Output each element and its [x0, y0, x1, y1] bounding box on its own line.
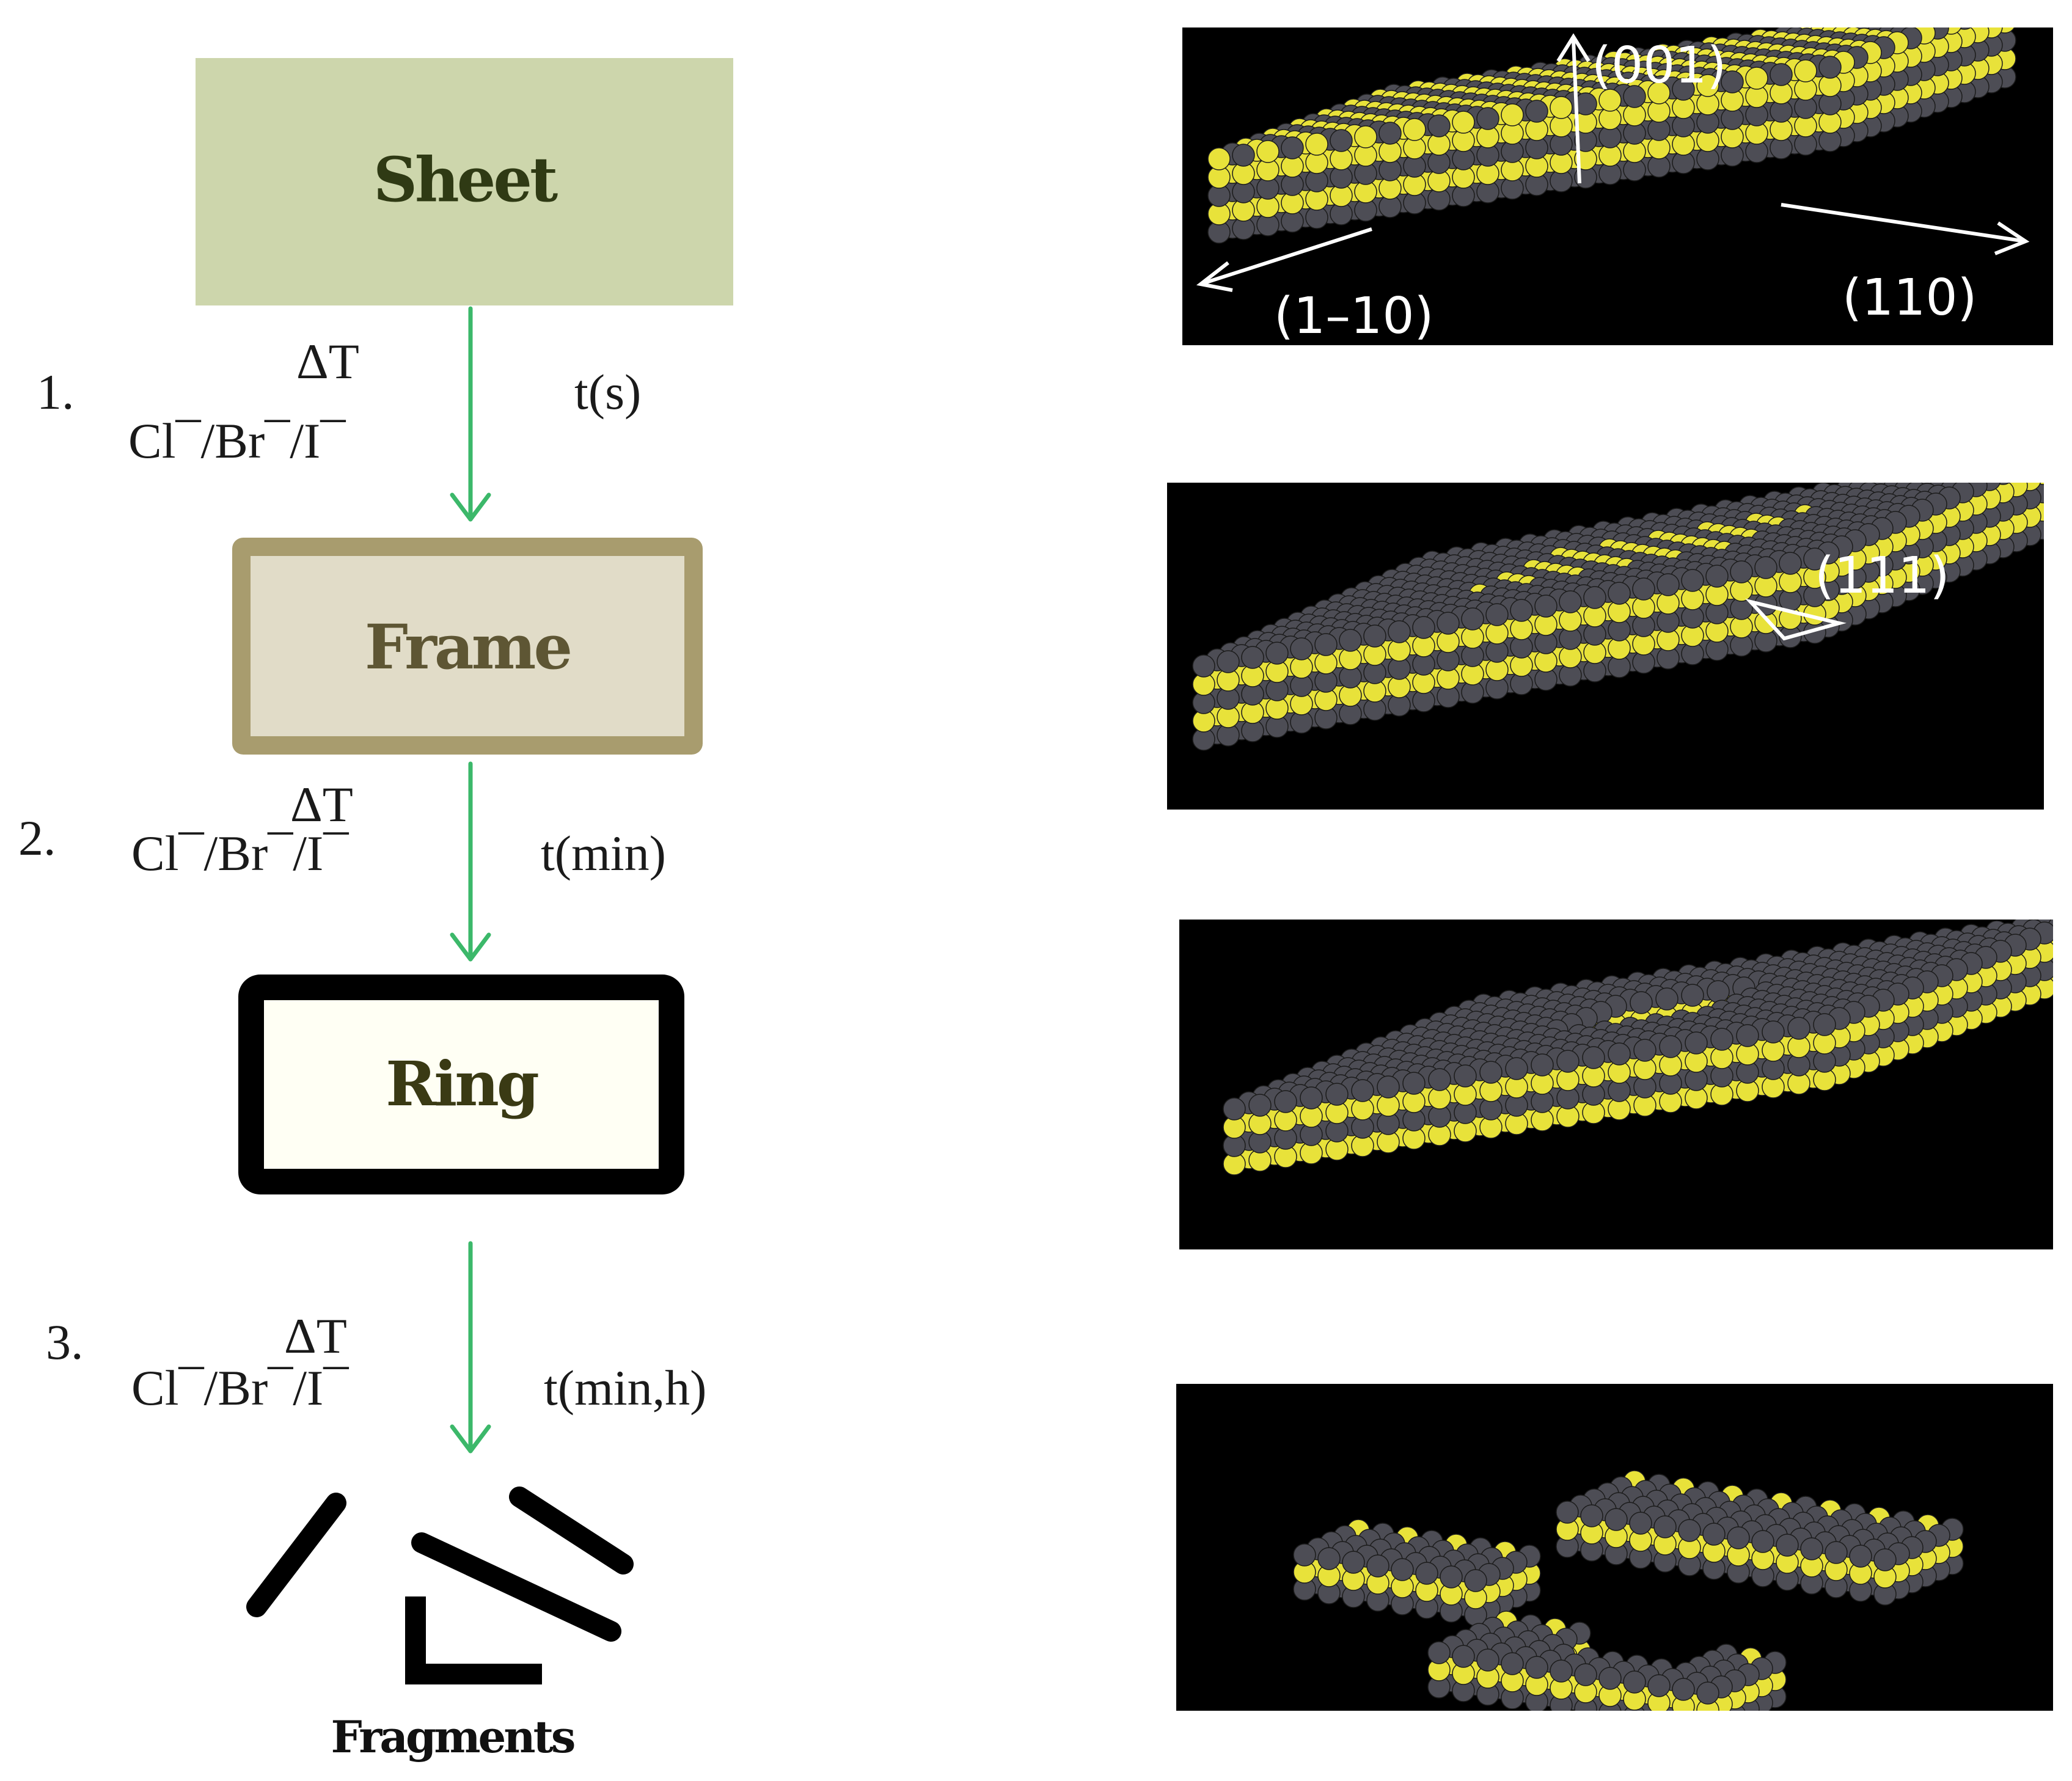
step-1-time: t(s) — [574, 364, 642, 420]
step-2-ions: Cl¯/Br¯/I¯ — [131, 825, 349, 881]
sheet-label: Sheet — [373, 144, 558, 216]
ring-model-panel — [1179, 920, 2053, 1249]
step-3-delta: ΔT — [284, 1308, 347, 1364]
facet-left-label: (1–10) — [1274, 287, 1434, 345]
frame-label: Frame — [364, 611, 573, 683]
fragments-model-panel — [1176, 1384, 2053, 1711]
fragments-shapes — [246, 1487, 634, 1684]
step-1-number: 1. — [37, 364, 75, 420]
step-2-time: t(min) — [541, 825, 666, 881]
fragments-label: Fragments — [331, 1711, 576, 1763]
step-3-number: 3. — [46, 1314, 84, 1370]
ring-label: Ring — [386, 1048, 540, 1120]
facet-top-label: (001) — [1592, 37, 1727, 95]
step-2-number: 2. — [18, 810, 56, 866]
frame-box — [232, 538, 703, 755]
arrows-layer — [450, 306, 491, 1454]
ring-box — [238, 975, 684, 1194]
facet-edge-label: (111) — [1815, 547, 1950, 605]
sheet-model-panel: (001) (1–10) (110) — [1182, 27, 2053, 345]
step-1-ions: Cl¯/Br¯/I¯ — [128, 413, 346, 469]
sheet-box — [196, 58, 733, 305]
step-3-ions: Cl¯/Br¯/I¯ — [131, 1360, 349, 1416]
frame-model-panel: (111) — [1167, 483, 2044, 810]
step-1-delta: ΔT — [296, 334, 359, 389]
step-3-time: t(min,h) — [544, 1360, 707, 1416]
step-2-delta: ΔT — [290, 777, 353, 832]
facet-right-label: (110) — [1842, 269, 1977, 327]
